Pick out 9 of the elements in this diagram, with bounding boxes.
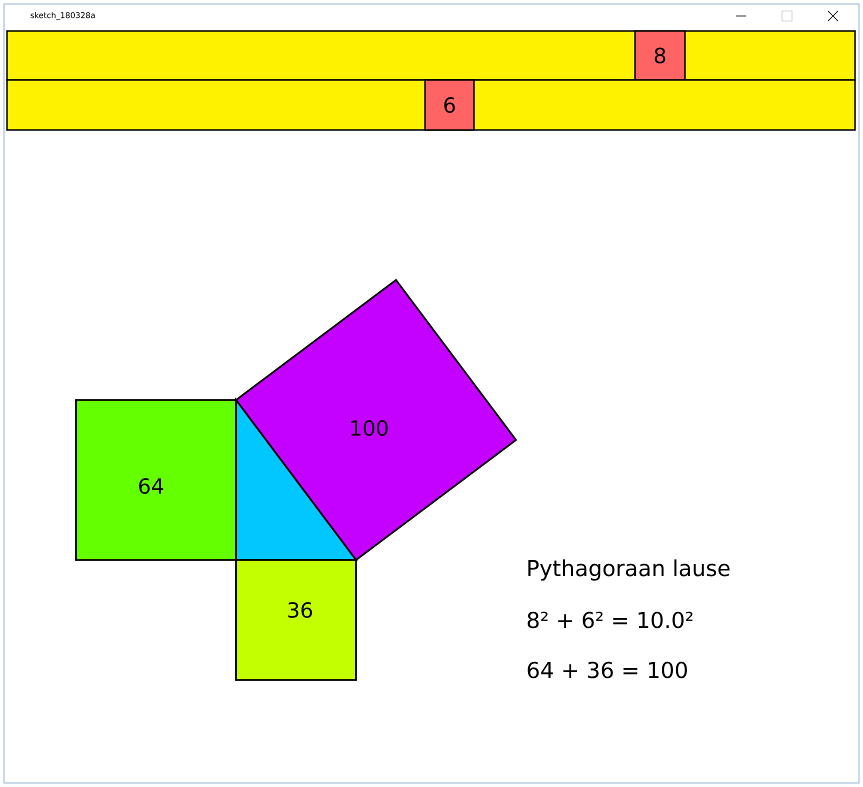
square: 36	[235, 559, 357, 681]
slider-handle: 6	[424, 79, 475, 131]
slider-track	[6, 30, 856, 81]
formula-text: 64 + 36 = 100	[528, 662, 687, 678]
slider-track	[6, 79, 856, 131]
formula-text: 8² + 6² = 10.0²	[528, 612, 692, 628]
square: 64	[75, 399, 237, 561]
slider-handle: 8	[634, 30, 686, 81]
formula-text: Pythagoraan lause	[528, 559, 730, 581]
